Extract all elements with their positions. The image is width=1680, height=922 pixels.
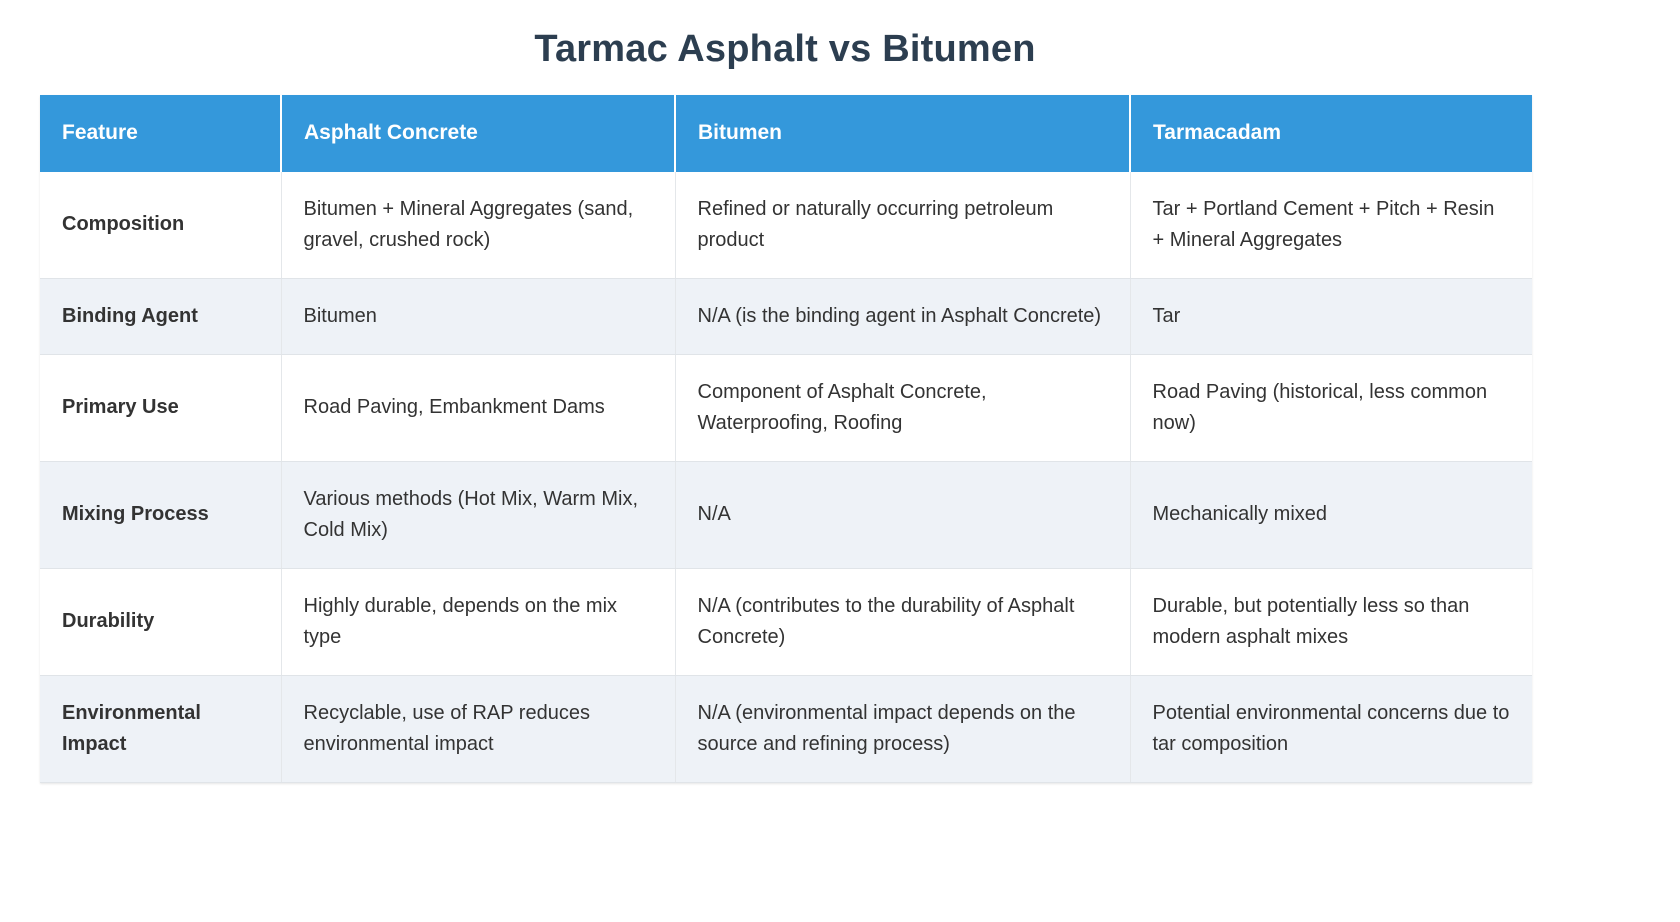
cell-tarmacadam: Tar [1130, 278, 1532, 355]
cell-tarmacadam: Potential environmental concerns due to … [1130, 675, 1532, 783]
table-row: Primary Use Road Paving, Embankment Dams… [40, 354, 1532, 462]
cell-feature: Durability [40, 568, 282, 676]
column-header-feature: Feature [40, 94, 282, 172]
table-row: Durability Highly durable, depends on th… [40, 568, 1532, 676]
table-row: Composition Bitumen + Mineral Aggregates… [40, 171, 1532, 279]
column-header-bitumen: Bitumen [675, 94, 1131, 172]
table-header: Feature Asphalt Concrete Bitumen Tarmaca… [40, 94, 1532, 172]
cell-asphalt-concrete: Bitumen [281, 278, 676, 355]
cell-feature: Mixing Process [40, 461, 282, 569]
cell-tarmacadam: Road Paving (historical, less common now… [1130, 354, 1532, 462]
cell-asphalt-concrete: Highly durable, depends on the mix type [281, 568, 676, 676]
cell-bitumen: N/A [675, 461, 1131, 569]
column-header-asphalt-concrete: Asphalt Concrete [281, 94, 676, 172]
table-body: Composition Bitumen + Mineral Aggregates… [40, 171, 1532, 783]
cell-bitumen: N/A (environmental impact depends on the… [675, 675, 1131, 783]
table-row: Mixing Process Various methods (Hot Mix,… [40, 461, 1532, 569]
cell-asphalt-concrete: Recyclable, use of RAP reduces environme… [281, 675, 676, 783]
cell-feature: Binding Agent [40, 278, 282, 355]
comparison-table-container: Feature Asphalt Concrete Bitumen Tarmaca… [40, 94, 1532, 783]
table-row: Environmental Impact Recyclable, use of … [40, 675, 1532, 783]
page-title: Tarmac Asphalt vs Bitumen [534, 28, 1036, 70]
cell-tarmacadam: Mechanically mixed [1130, 461, 1532, 569]
table-row: Binding Agent Bitumen N/A (is the bindin… [40, 278, 1532, 355]
cell-asphalt-concrete: Bitumen + Mineral Aggregates (sand, grav… [281, 171, 676, 279]
cell-feature: Environmental Impact [40, 675, 282, 783]
cell-feature: Composition [40, 171, 282, 279]
table-header-row: Feature Asphalt Concrete Bitumen Tarmaca… [40, 94, 1532, 172]
cell-bitumen: N/A (is the binding agent in Asphalt Con… [675, 278, 1131, 355]
cell-feature: Primary Use [40, 354, 282, 462]
cell-bitumen: N/A (contributes to the durability of As… [675, 568, 1131, 676]
column-header-tarmacadam: Tarmacadam [1130, 94, 1532, 172]
cell-tarmacadam: Durable, but potentially less so than mo… [1130, 568, 1532, 676]
cell-bitumen: Component of Asphalt Concrete, Waterproo… [675, 354, 1131, 462]
comparison-table: Feature Asphalt Concrete Bitumen Tarmaca… [40, 94, 1532, 783]
cell-tarmacadam: Tar + Portland Cement + Pitch + Resin + … [1130, 171, 1532, 279]
cell-asphalt-concrete: Various methods (Hot Mix, Warm Mix, Cold… [281, 461, 676, 569]
cell-bitumen: Refined or naturally occurring petroleum… [675, 171, 1131, 279]
cell-asphalt-concrete: Road Paving, Embankment Dams [281, 354, 676, 462]
